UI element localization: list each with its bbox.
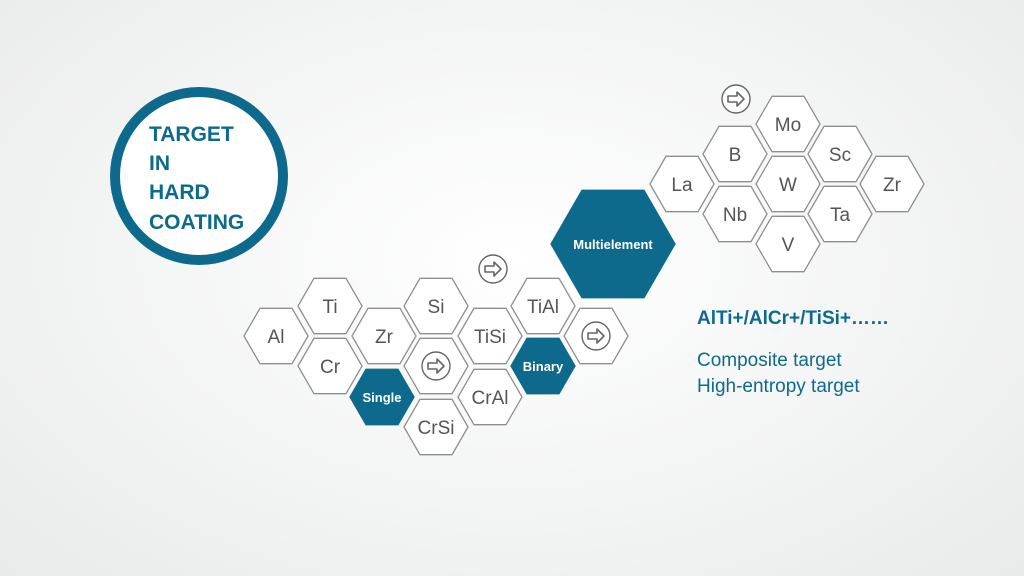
hexagon-mo: Mo <box>755 95 821 153</box>
title-badge: TARGET IN HARD COATING <box>110 87 288 265</box>
arrow-right-icon <box>581 321 611 351</box>
title-line-2: IN <box>149 152 170 175</box>
hexagon-shape <box>351 307 417 365</box>
hexagon-si: Si <box>403 277 469 335</box>
hexagon-label: Ta <box>830 205 851 226</box>
hexagon-cr: Cr <box>297 337 363 395</box>
hexagon-shape <box>550 189 676 299</box>
hexagon-label: La <box>671 175 693 196</box>
hexagon-tisi: TiSi <box>457 307 523 365</box>
hexagon-label: Cr <box>320 357 341 378</box>
hexagon-multielement: Multielement <box>550 189 676 299</box>
title-line-3: HARD <box>149 181 210 204</box>
hexagon-zr: Zr <box>351 307 417 365</box>
info-line-composite: Composite target <box>697 350 842 371</box>
arrow-glyph <box>427 358 445 374</box>
hexagon-shape <box>702 185 768 243</box>
arrow-ring <box>581 321 611 351</box>
hexagon-la: La <box>649 155 715 213</box>
hexagon-binary: Binary <box>510 337 576 395</box>
hexagon-shape <box>403 277 469 335</box>
hexagon-label: Zr <box>375 327 394 348</box>
title-badge-ring <box>110 87 288 265</box>
hexagon-label: TiAl <box>527 297 559 318</box>
hexagon-shape <box>403 398 469 456</box>
hexagon-al: Al <box>243 307 309 365</box>
hexagon-label: Mo <box>775 115 801 136</box>
hexagon-shape <box>807 125 873 183</box>
hexagon-cral: CrAl <box>457 368 523 426</box>
hexagon-shape <box>702 125 768 183</box>
hexagon-label: B <box>729 145 742 166</box>
hexagon-label: V <box>782 235 795 256</box>
hexagon-shape <box>349 368 415 426</box>
hexagon-crsi: CrSi <box>403 398 469 456</box>
hexagon-ti: Ti <box>297 277 363 335</box>
arrow-glyph <box>727 91 745 107</box>
title-line-4: COATING <box>149 211 244 234</box>
hexagon-shape <box>755 95 821 153</box>
hexagon-shape <box>510 337 576 395</box>
hexagon-b: B <box>702 125 768 183</box>
hexagon-label: TiSi <box>474 327 506 348</box>
hexagon-sc: Sc <box>807 125 873 183</box>
arrow-glyph <box>587 328 605 344</box>
arrow-ring <box>421 351 451 381</box>
hexagon-label: Si <box>428 297 445 318</box>
arrow-icons <box>478 84 751 284</box>
hexagon-label: Ti <box>322 297 337 318</box>
hexagon-ta: Ta <box>807 185 873 243</box>
hexagon-shape <box>297 277 363 335</box>
hexagon-shape <box>243 307 309 365</box>
hexagon-arrow-right-icon <box>563 307 629 365</box>
hexagon-shape <box>755 155 821 213</box>
hexagon-label: Al <box>268 327 285 348</box>
info-line-high-entropy: High-entropy target <box>697 376 860 397</box>
hexagon-shape <box>649 155 715 213</box>
hexagon-label: CrSi <box>418 418 455 439</box>
arrow-right-icon <box>421 351 451 381</box>
hexagon-label: Single <box>362 390 401 405</box>
hexagon-single: Single <box>349 368 415 426</box>
hexagon-label: Zr <box>883 175 902 196</box>
hexagon-shape <box>859 155 925 213</box>
hexagon-arrow-right-icon <box>403 337 469 395</box>
arrow-right-icon <box>478 254 508 284</box>
arrow-ring <box>721 84 751 114</box>
info-block: AlTi+/AlCr+/TiSi+…… Composite target Hig… <box>697 308 889 397</box>
hexagon-shape <box>457 307 523 365</box>
hexagon-shape <box>457 368 523 426</box>
hexagon-label: Multielement <box>573 237 653 252</box>
hexagon-label: Nb <box>723 205 747 226</box>
arrow-ring <box>478 254 508 284</box>
hexagon-shape <box>297 337 363 395</box>
hexagon-label: Binary <box>523 359 564 374</box>
arrow-right-icon <box>721 84 751 114</box>
hexagon-label: Sc <box>829 145 851 166</box>
hexagon-shape <box>807 185 873 243</box>
hexagon-label: W <box>779 175 797 196</box>
hexagon-shape <box>755 215 821 273</box>
info-formula: AlTi+/AlCr+/TiSi+…… <box>697 308 889 329</box>
hexagon-tial: TiAl <box>510 277 576 335</box>
hexagon-nb: Nb <box>702 185 768 243</box>
hexagon-v: V <box>755 215 821 273</box>
arrow-glyph <box>484 261 502 277</box>
title-line-1: TARGET <box>149 123 234 146</box>
hexagon-w: W <box>755 155 821 213</box>
hexagon-shape <box>510 277 576 335</box>
hexagon-label: CrAl <box>472 388 509 409</box>
hexagon-zr: Zr <box>859 155 925 213</box>
